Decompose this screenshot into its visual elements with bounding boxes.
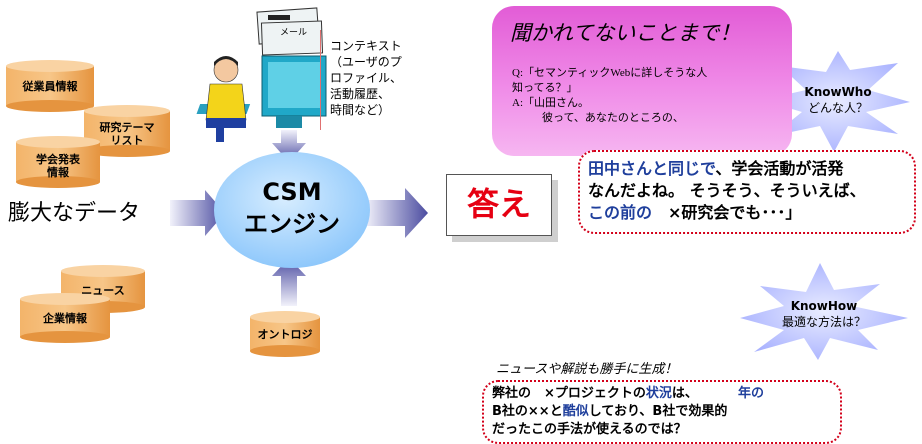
engine-label: CSM エンジン <box>214 176 370 240</box>
dialogue-a2: 彼って、あなたのところの、 <box>542 112 684 124</box>
news-line-1d: 年の <box>737 386 764 401</box>
news-line-3: だったこの手法が使えるのでは？ <box>492 422 687 437</box>
knowhow-sub: 最適な方法は？ <box>781 315 866 329</box>
dialogue-text: Q:「セマンティックWebに詳しそうな人 知ってる？」 A:「山田さん。 彼って… <box>512 66 707 126</box>
engine-label-1: CSM <box>262 178 322 206</box>
answer-label: 答え <box>466 185 531 223</box>
news-title: ニュースや解説も勝手に生成！ <box>496 362 678 377</box>
mail-label: メール <box>280 28 308 38</box>
dialogue-q1: Q:「セマンティックWebに詳しそうな人 <box>512 67 708 79</box>
arrow-context-to-engine <box>272 130 306 162</box>
news-line-1: 弊社の ×プロジェクトの状況は、 年の <box>492 385 832 403</box>
engine-label-2: エンジン <box>244 210 340 238</box>
answer-line-3: この前の ×研究会でも･･･」 <box>588 202 908 224</box>
news-line-2a: B社の××と <box>492 404 563 419</box>
knowhow-burst <box>740 263 908 360</box>
cylinder-research-label-1: 研究テーマ <box>99 121 155 134</box>
answer-line-1: 田中さんと同じで、学会活動が活発 <box>588 158 908 180</box>
dialogue-q2: 知ってる？」 <box>512 82 578 94</box>
answer-box: 答え <box>446 174 552 236</box>
dialogue-title: 聞かれてないことまで！ <box>510 21 741 45</box>
knowwho-text: KnowWho どんな人？ <box>796 84 880 116</box>
answer-detail-box <box>578 150 916 234</box>
cylinder-ontology-label: オントロジ <box>257 328 313 341</box>
knowwho-burst <box>762 51 910 152</box>
answer-line-1a: 田中さんと同じで <box>588 159 716 178</box>
cylinder-research-theme <box>84 105 170 157</box>
cylinder-employee <box>6 60 94 112</box>
answer-line-2: なんだよね。 そうそう、そういえば、 <box>588 181 866 200</box>
answer-line-3a: この前の <box>588 203 653 222</box>
answer-detail-text: 田中さんと同じで、学会活動が活発 なんだよね。 そうそう、そういえば、 この前の… <box>588 158 908 224</box>
vast-data-label: 膨大なデータ <box>8 201 141 226</box>
arrow-engine-to-answer <box>365 188 428 238</box>
cylinder-employee-label: 従業員情報 <box>22 80 78 93</box>
answer-line-1b: 、学会活動が活発 <box>715 159 844 178</box>
cylinder-news-label: ニュース <box>81 284 125 297</box>
diagram-canvas <box>6 7 910 360</box>
answer-line-3b: ×研究会でも･･･」 <box>652 203 802 222</box>
dialogue-box <box>492 6 792 156</box>
user-at-computer-icon <box>196 7 327 142</box>
context-text: コンテキスト （ユーザのプ ロファイル、 活動履歴、 時間など） <box>330 38 402 118</box>
news-line-2c: しており、B社で効果的 <box>588 404 728 419</box>
cylinder-research-label: 研究テーマ リスト <box>84 121 170 147</box>
dialogue-a1: A:「山田さん。 <box>512 97 589 109</box>
news-box <box>482 380 842 444</box>
knowhow-title: KnowHow <box>790 299 858 313</box>
knowwho-sub: どんな人？ <box>807 101 868 115</box>
knowhow-text: KnowHow 最適な方法は？ <box>778 298 870 330</box>
context-line-3: ロファイル、 <box>330 71 403 85</box>
context-line-1: コンテキスト <box>330 39 402 53</box>
news-line-1b: 状況 <box>645 386 672 401</box>
news-line-1a: 弊社の ×プロジェクトの <box>492 386 646 401</box>
news-line-2: B社の××と酷似しており、B社で効果的 <box>492 403 832 421</box>
cylinder-company-label: 企業情報 <box>43 312 87 325</box>
cylinder-conference <box>16 136 100 188</box>
cylinder-ontology <box>250 311 320 357</box>
news-line-2b: 酷似 <box>562 404 589 419</box>
context-divider <box>320 30 321 130</box>
cylinder-conference-label: 学会発表 情報 <box>16 153 100 179</box>
arrow-data-to-engine <box>170 190 225 236</box>
csm-engine-ellipse <box>214 152 370 268</box>
context-line-5: 時間など） <box>330 103 391 117</box>
context-line-4: 活動履歴、 <box>330 87 391 101</box>
context-line-2: （ユーザのプ <box>330 55 402 69</box>
arrow-ontology-to-engine <box>272 258 306 306</box>
cylinder-conference-label-2: 情報 <box>47 166 69 179</box>
knowwho-title: KnowWho <box>804 85 872 99</box>
news-text: 弊社の ×プロジェクトの状況は、 年の B社の××と酷似しており、B社で効果的 だ… <box>492 385 832 439</box>
cylinder-research-label-2: リスト <box>110 134 144 147</box>
news-line-1c: は、 <box>671 386 698 401</box>
cylinder-conference-label-1: 学会発表 <box>36 153 80 166</box>
cylinder-company <box>20 293 110 343</box>
